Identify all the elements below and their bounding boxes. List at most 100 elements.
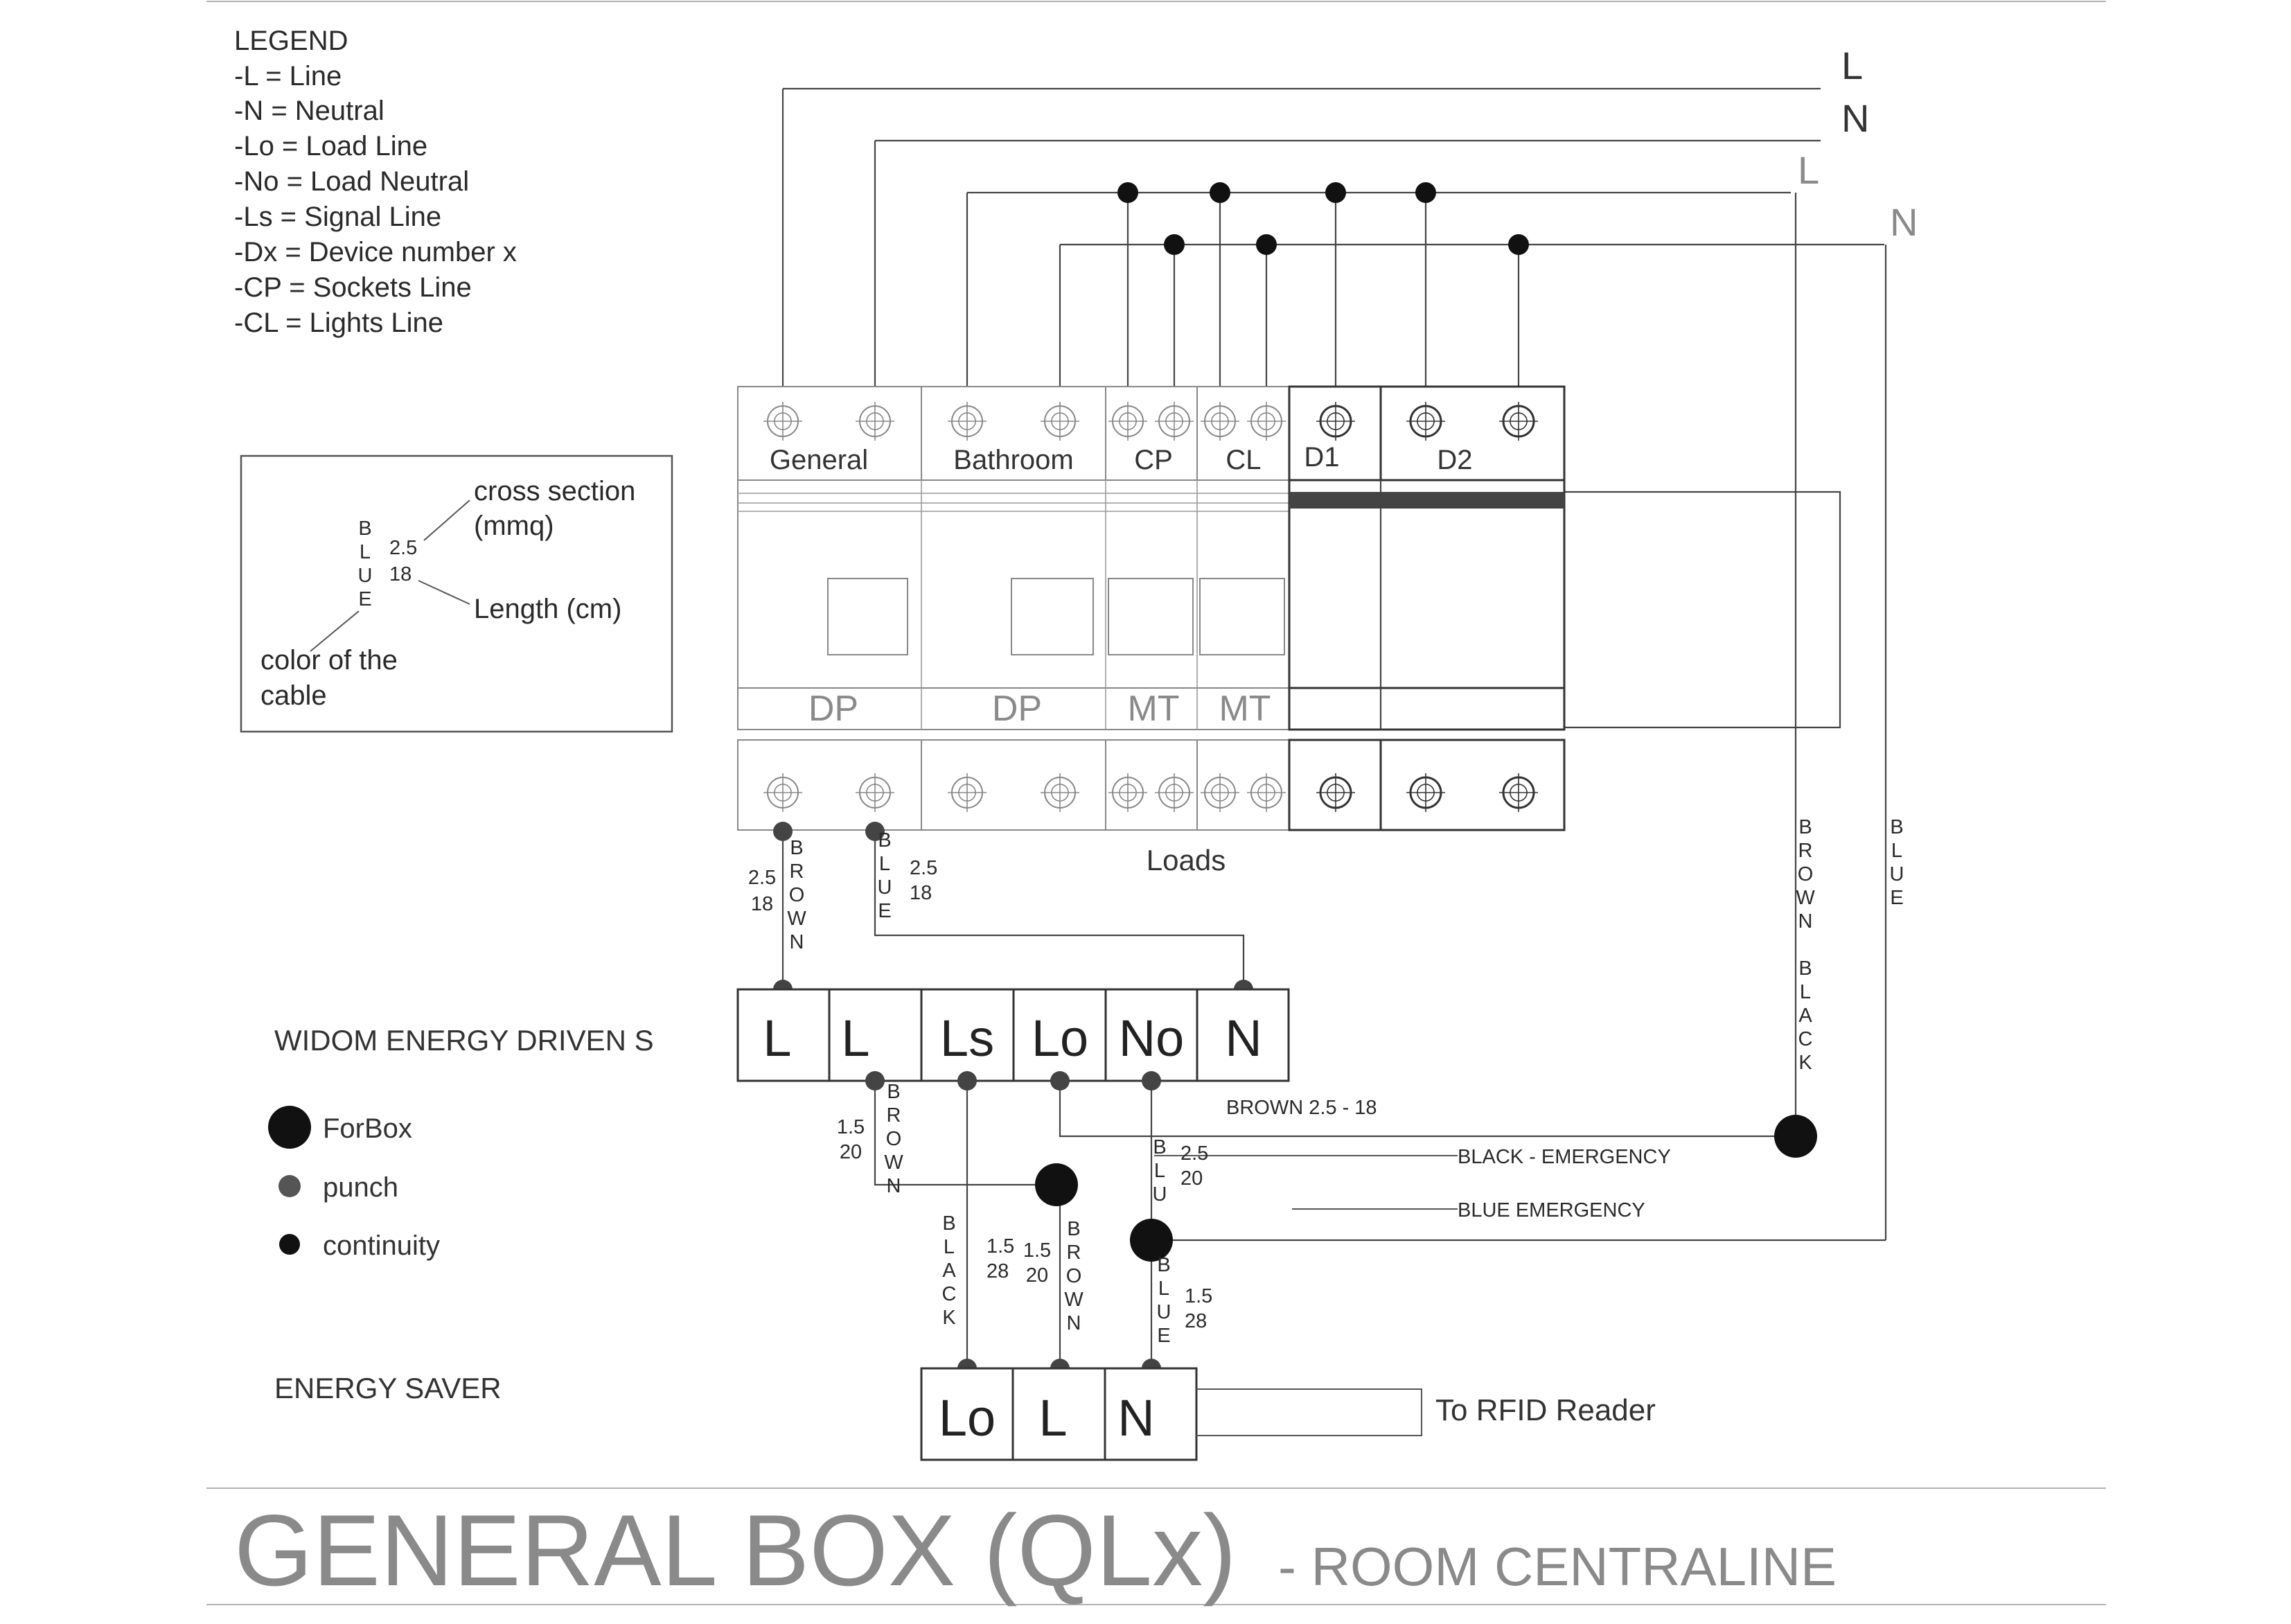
cable-color-letter: N	[790, 931, 804, 953]
saver-label: ENERGY SAVER	[274, 1372, 502, 1404]
forbox-dot	[1035, 1163, 1078, 1206]
continuity-dot	[1117, 182, 1138, 203]
terminal-screw	[1406, 402, 1445, 441]
cable-section: 2.5	[748, 867, 776, 889]
cable-color-letter: U	[1153, 1183, 1167, 1206]
emergency-wires	[1154, 193, 1887, 1242]
terminal-screw	[1108, 402, 1147, 441]
bus-label-n-aux: N	[1890, 200, 1918, 244]
breaker-label-general: General	[770, 445, 868, 475]
wisdom-label: WIDOM ENERGY DRIVEN S	[274, 1024, 654, 1057]
breaker-label-cl: CL	[1226, 445, 1261, 475]
terminal-screw	[1499, 402, 1538, 441]
breaker-type-dp: DP	[808, 689, 858, 729]
cable-color-letter: B	[1890, 816, 1903, 838]
cable-color-letter: B	[1067, 1218, 1080, 1240]
terminal-screw	[763, 402, 802, 441]
legend-item: -L = Line	[234, 61, 342, 91]
symbol-continuity-label: continuity	[323, 1230, 440, 1261]
continuity-dot	[1325, 182, 1346, 203]
legend-item: -N = Neutral	[234, 96, 384, 126]
cable-key-length-label: Length (cm)	[474, 594, 621, 624]
cable-color-letter: B	[942, 1212, 955, 1235]
terminal-screw	[1247, 773, 1286, 812]
terminal-screw	[1201, 402, 1239, 441]
cable-section: 2.5	[910, 857, 937, 879]
cable-color-letter: C	[1798, 1028, 1813, 1050]
continuity-dot	[1210, 182, 1230, 203]
saver-terminal-lo: Lo	[939, 1389, 996, 1447]
terminal-screw	[1155, 773, 1194, 812]
bus-lines: L N L N	[781, 44, 1918, 421]
cable-color-letter: R	[790, 860, 804, 883]
cable-color-letter: K	[1798, 1052, 1812, 1074]
cable-section: 1.5	[1185, 1285, 1212, 1307]
cable-section: 1.5	[837, 1116, 865, 1138]
wire-label-blue-emergency: BLUE EMERGENCY	[1458, 1199, 1645, 1221]
cable-color-letter: O	[789, 884, 805, 906]
wisdom-box: WIDOM ENERGY DRIVEN S L L Ls Lo No N	[274, 988, 1290, 1082]
punch-symbol	[278, 1175, 301, 1197]
terminal-screw	[1108, 773, 1147, 812]
cable-color-letter: L	[879, 853, 890, 875]
cable-key-color-label: color of the	[260, 645, 398, 676]
cable-length: 28	[987, 1260, 1009, 1282]
cable-color-letter: E	[1157, 1325, 1170, 1347]
energy-saver: ENERGY SAVER Lo L N To RFID Reader	[274, 1367, 1656, 1461]
terminal-screw	[948, 773, 987, 812]
cable-color-letter: C	[942, 1283, 957, 1305]
wisdom-terminal-n: N	[1225, 1009, 1262, 1067]
breaker-label-cp: CP	[1134, 445, 1173, 475]
rfid-label: To RFID Reader	[1435, 1393, 1656, 1427]
cable-color-letter: W	[884, 1151, 903, 1174]
cable-color-letter: B	[1157, 1254, 1170, 1276]
cable-color-letter: K	[942, 1307, 956, 1329]
legend-item: -No = Load Neutral	[234, 166, 469, 197]
cable-length: 18	[910, 882, 932, 904]
cable-color-letter: U	[878, 876, 892, 899]
wisdom-output-wires: 1.5 20 2.5 20 1.5 28 1.5 20 1.5 28 BROWN…	[837, 1071, 1817, 1378]
legend-item: -Dx = Device number x	[234, 237, 517, 267]
continuity-dot	[1415, 182, 1436, 203]
cable-key-color-letter: E	[358, 588, 371, 610]
cable-key-section-label: cross section	[474, 476, 635, 506]
cable-color-letter: W	[1064, 1289, 1083, 1311]
legend-item: -Ls = Signal Line	[234, 202, 441, 232]
terminal-screw	[1155, 402, 1194, 441]
legend-item: -Lo = Load Line	[234, 131, 427, 161]
forbox-dot	[1774, 1115, 1817, 1158]
cable-color-letter: B	[887, 1081, 900, 1103]
cable-section: 2.5	[1180, 1142, 1208, 1165]
cable-color-letter: E	[1890, 887, 1903, 909]
terminal-screw	[1499, 773, 1538, 812]
cable-color-letter: R	[887, 1104, 901, 1127]
cable-key-color-letter: B	[358, 518, 371, 540]
forbox-dot	[1130, 1219, 1173, 1262]
breaker-label-d2: D2	[1437, 445, 1472, 475]
symbol-punch-label: punch	[323, 1172, 398, 1203]
cable-color-letter: W	[1796, 887, 1815, 909]
breaker-type-mt: MT	[1127, 689, 1179, 729]
continuity-symbol	[279, 1234, 300, 1255]
footer: GENERAL BOX (QLx) - ROOM CENTRALINE	[234, 1494, 1837, 1607]
wisdom-terminal-no: No	[1119, 1009, 1185, 1067]
bus-label-l-aux: L	[1798, 148, 1819, 192]
cable-color-letter: R	[1798, 840, 1813, 862]
cable-length: 20	[1026, 1264, 1048, 1287]
cable-color-letter: A	[942, 1260, 956, 1282]
breaker-type-mt: MT	[1219, 689, 1271, 729]
terminal-screw	[1316, 402, 1355, 441]
forbox-symbol	[268, 1106, 311, 1149]
footer-title: GENERAL BOX (QLx)	[234, 1494, 1237, 1607]
cable-color-letter: B	[1153, 1136, 1166, 1158]
symbol-forbox-label: ForBox	[323, 1113, 412, 1144]
legend-item: -CP = Sockets Line	[234, 272, 472, 303]
terminal-screw	[1316, 773, 1355, 812]
cable-color-letter: B	[1798, 957, 1812, 980]
cable-color-letter: B	[1798, 816, 1812, 838]
breaker-label-bathroom: Bathroom	[953, 445, 1073, 475]
saver-terminal-l: L	[1038, 1389, 1067, 1447]
breaker-panel: General Bathroom CP CL D1 D2 DP DP MT MT…	[737, 385, 1566, 876]
cable-length: 20	[840, 1141, 862, 1163]
symbol-legend: ForBox punch continuity	[268, 1106, 440, 1261]
